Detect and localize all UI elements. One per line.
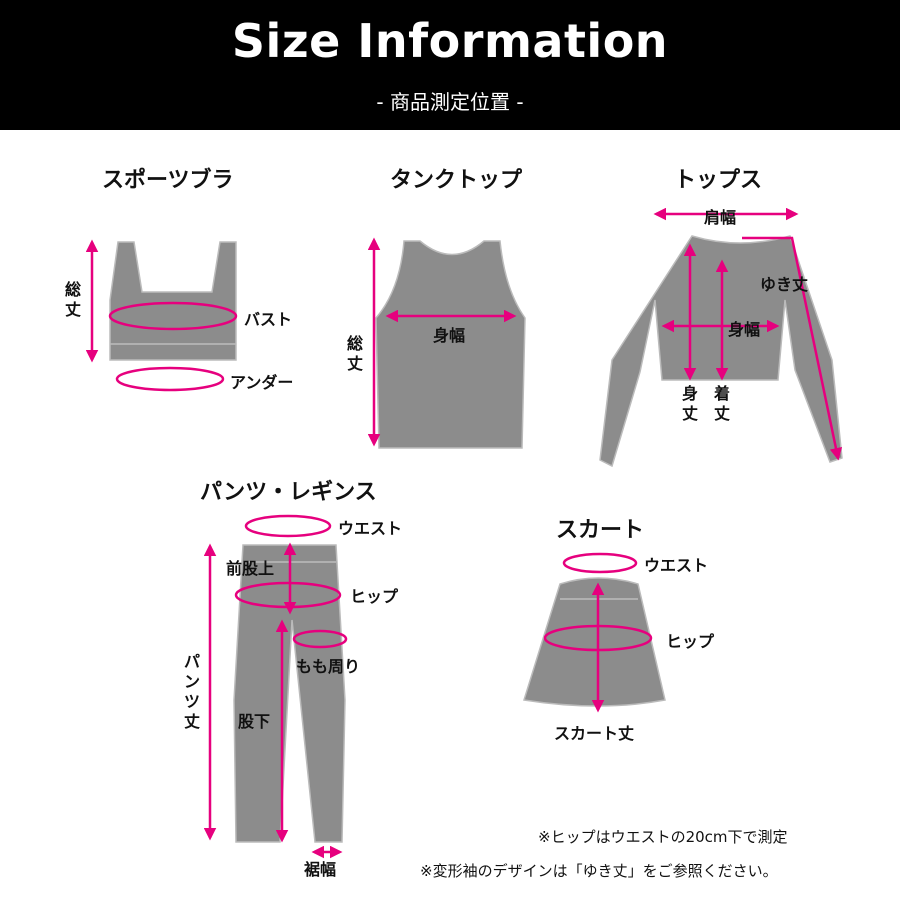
sports-bra-illustration bbox=[109, 241, 237, 361]
tops-shoulder-width-label: 肩幅 bbox=[704, 208, 737, 227]
sports-bra-bust-label: バスト bbox=[244, 310, 293, 329]
tops-body-length-label: 身丈 bbox=[681, 384, 698, 423]
skirt-waist-label: ウエスト bbox=[644, 556, 709, 575]
page-subtitle: - 商品測定位置 - bbox=[376, 90, 524, 114]
skirt-illustration bbox=[523, 577, 666, 707]
tank-top-body-width-label: 身幅 bbox=[433, 326, 466, 345]
pants-front-rise-label: 前股上 bbox=[226, 559, 275, 578]
pants-hem-width-label: 裾幅 bbox=[304, 860, 337, 879]
skirt-measures bbox=[543, 552, 653, 713]
sports-bra-measures bbox=[85, 239, 238, 392]
pants-hip-label: ヒップ bbox=[350, 587, 399, 606]
tops-sleeve-length-label: ゆき丈 bbox=[760, 275, 809, 294]
sports-bra-total-length-label: 総丈 bbox=[64, 280, 81, 319]
pants-measures bbox=[203, 514, 348, 859]
skirt-hip-label: ヒップ bbox=[666, 632, 715, 651]
tank-top-total-length-label: 総丈 bbox=[346, 334, 363, 373]
tops-body-width-label: 身幅 bbox=[728, 320, 761, 339]
header-banner: Size Information - 商品測定位置 - bbox=[0, 0, 900, 130]
tops-measures bbox=[653, 207, 843, 461]
hip-measurement-note: ※ヒップはウエストの20cm下で測定 bbox=[538, 828, 788, 846]
skirt-length-label: スカート丈 bbox=[554, 724, 635, 743]
tops-garment-length-label: 着丈 bbox=[713, 384, 730, 423]
sleeve-reference-note: ※変形袖のデザインは「ゆき丈」をご参照ください。 bbox=[420, 862, 778, 880]
skirt-title: スカート bbox=[556, 518, 645, 543]
pants-inseam-label: 股下 bbox=[238, 712, 271, 731]
page-title: Size Information bbox=[231, 14, 669, 68]
tops-title: トップス bbox=[674, 168, 763, 193]
tank-top-illustration bbox=[375, 240, 526, 449]
tank-top-title: タンクトップ bbox=[390, 168, 523, 193]
sports-bra-title: スポーツブラ bbox=[102, 168, 234, 193]
pants-waist-label: ウエスト bbox=[338, 519, 403, 538]
pants-length-label: パンツ丈 bbox=[183, 652, 200, 731]
pants-title: パンツ・レギンス bbox=[200, 480, 377, 505]
tank-top-measures bbox=[367, 237, 517, 447]
pants-thigh-label: もも周り bbox=[296, 657, 361, 676]
sports-bra-under-label: アンダー bbox=[230, 373, 294, 392]
